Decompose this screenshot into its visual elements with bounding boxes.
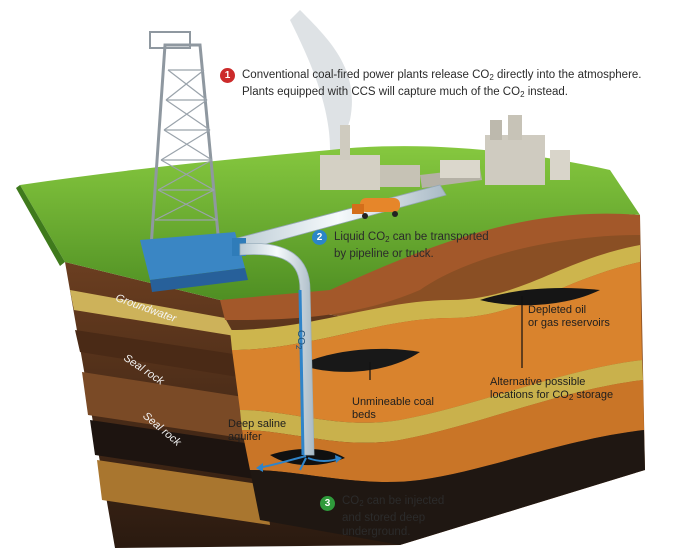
note-1-line-1: Conventional coal-fired power plants rel…	[242, 69, 642, 82]
co2-truck	[352, 198, 400, 219]
label-alternative-locations: Alternative possible locations for CO2 s…	[490, 376, 613, 404]
note-2-line-1: Liquid CO2 can be transported	[334, 231, 489, 244]
label-saline-line-1: Deep saline	[228, 418, 287, 430]
note-3-line-1: CO2 can be injected	[342, 495, 445, 508]
label-coal-beds: Unmineable coal beds	[352, 396, 434, 422]
label-alternative-line-2: locations for CO2 storage	[490, 389, 614, 402]
smoke-plume	[290, 10, 352, 150]
pipe-co2-label: CO2	[294, 330, 306, 350]
note-2-badge: 2	[312, 230, 327, 245]
label-saline-line-2: aquifer	[228, 431, 262, 443]
injection-well	[239, 242, 342, 472]
label-alternative-line-1: Alternative possible	[490, 376, 586, 388]
note-2: Liquid CO2 can be transported by pipelin…	[334, 230, 514, 261]
note-1-badge: 1	[220, 68, 235, 83]
label-coal-line-1: Unmineable coal	[352, 396, 434, 408]
label-depleted-line-2: or gas reservoirs	[528, 317, 610, 329]
note-3-badge: 3	[320, 496, 335, 511]
note-3: CO2 can be injected and stored deep unde…	[342, 494, 492, 539]
leader-lines	[369, 296, 523, 380]
power-plant	[320, 115, 570, 190]
note-3-line-3: underground.	[342, 526, 411, 538]
label-depleted-reservoirs: Depleted oil or gas reservoirs	[528, 304, 610, 330]
note-3-line-2: and stored deep	[342, 512, 426, 524]
note-2-line-2: by pipeline or truck.	[334, 248, 434, 260]
soil-strata	[220, 205, 645, 545]
label-depleted-line-1: Depleted oil	[528, 304, 587, 316]
drilling-rig	[140, 31, 248, 292]
note-1-line-2: Plants equipped with CCS will capture mu…	[242, 86, 568, 99]
label-saline-aquifer: Deep saline aquifer	[228, 418, 286, 444]
note-1: Conventional coal-fired power plants rel…	[242, 68, 682, 102]
label-coal-line-2: beds	[352, 409, 376, 421]
